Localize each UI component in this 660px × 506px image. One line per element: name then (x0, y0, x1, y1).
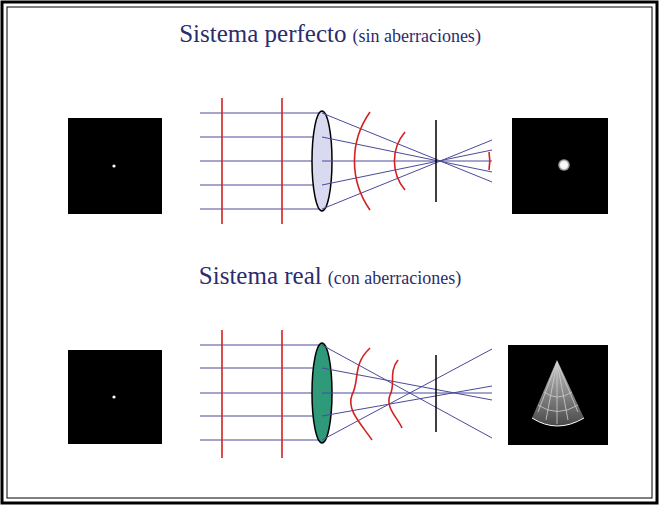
airy-spot (558, 159, 570, 171)
point-source (112, 164, 115, 167)
image-plane (435, 120, 437, 202)
heading-note: (sin aberraciones) (352, 26, 480, 46)
image-square (508, 345, 608, 445)
heading-note: (con aberraciones) (328, 268, 461, 288)
image-square (512, 118, 608, 214)
section-heading: Sistema perfecto (sin aberraciones) (0, 20, 660, 48)
incident-rays (200, 345, 322, 440)
image-plane (435, 355, 437, 432)
aberrated-image (532, 360, 584, 426)
plane-wavefronts (222, 98, 282, 224)
point-source (112, 395, 115, 398)
object-square (68, 350, 162, 444)
incident-rays (200, 113, 322, 209)
plane-wavefronts (222, 330, 282, 458)
heading-text: Sistema real (199, 262, 322, 289)
inner-frame (7, 7, 652, 498)
section-heading: Sistema real (con aberraciones) (0, 262, 660, 290)
aberrated-rays (322, 345, 492, 440)
converging-rays (322, 113, 492, 209)
spherical-wavefronts (354, 112, 489, 210)
distorted-wavefronts (351, 348, 402, 440)
heading-text: Sistema perfecto (179, 20, 346, 47)
object-square (68, 118, 162, 214)
